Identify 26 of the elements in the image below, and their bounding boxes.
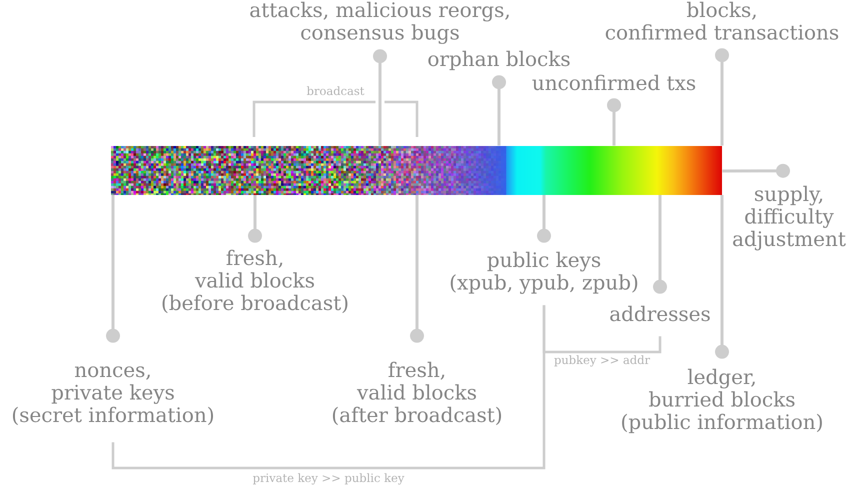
leader-line [607,98,621,146]
leader-line [106,195,120,343]
callout-label: addresses [610,306,710,322]
bracket-label: broadcast [306,86,364,96]
callout-label: fresh, valid blocks (before broadcast) [162,250,348,314]
leader-line [715,48,729,146]
leader-line [537,195,551,243]
leader-line [653,195,667,294]
callout-label: public keys (xpub, ypub, zpub) [450,252,638,294]
leader-line [248,195,262,243]
callout-label: nonces, private keys (secret information) [12,366,214,426]
spectrum-bar [111,146,722,195]
leader-line [722,164,790,178]
callout-label: blocks, confirmed transactions [606,2,838,40]
connector-line [542,305,662,354]
edge-label: pubkey >> addr [554,355,650,367]
callout-label: ledger, burried blocks (public information) [622,368,822,434]
leader-line [492,75,506,146]
callout-label: fresh, valid blocks (after broadcast) [332,362,502,426]
leader-line [715,195,729,359]
callout-label: orphan blocks [428,50,570,70]
leader-line [373,49,387,146]
callout-label: supply, difficulty adjustment [733,186,846,250]
callout-label: unconfirmed txs [532,74,696,90]
edge-label: private key >> public key [253,473,404,485]
leader-line [410,195,424,343]
